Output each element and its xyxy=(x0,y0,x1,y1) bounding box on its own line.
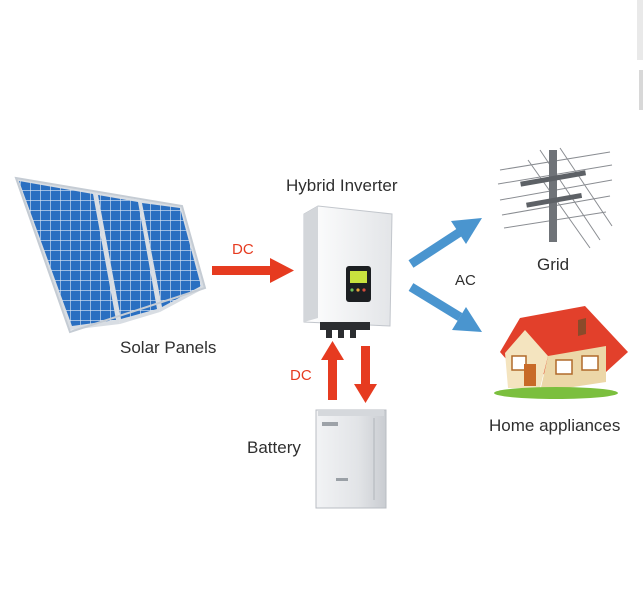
grid-label: Grid xyxy=(537,255,570,274)
dc-arrow-right xyxy=(212,258,294,283)
dc-arrow-down xyxy=(354,346,377,403)
ac-arrow-up xyxy=(408,218,482,268)
power-line-icon xyxy=(497,147,613,249)
battery-icon xyxy=(315,409,387,509)
house-icon xyxy=(494,306,628,399)
top-frame-blank xyxy=(0,0,643,52)
dc-arrow-up xyxy=(321,341,344,400)
hybrid-inverter-label: Hybrid Inverter xyxy=(286,176,398,195)
inverter-icon xyxy=(303,205,393,338)
solar-panel-icon xyxy=(14,176,207,334)
frame-edge xyxy=(639,70,643,110)
ac-label: AC xyxy=(455,272,476,289)
dc-label-panel: DC xyxy=(232,241,254,258)
solar-panels-label: Solar Panels xyxy=(120,338,217,357)
dc-label-battery: DC xyxy=(290,367,312,384)
home-appliances-label: Home appliances xyxy=(489,416,621,435)
ac-arrow-down xyxy=(408,283,482,332)
battery-label: Battery xyxy=(247,438,301,457)
frame-edge xyxy=(637,0,643,60)
